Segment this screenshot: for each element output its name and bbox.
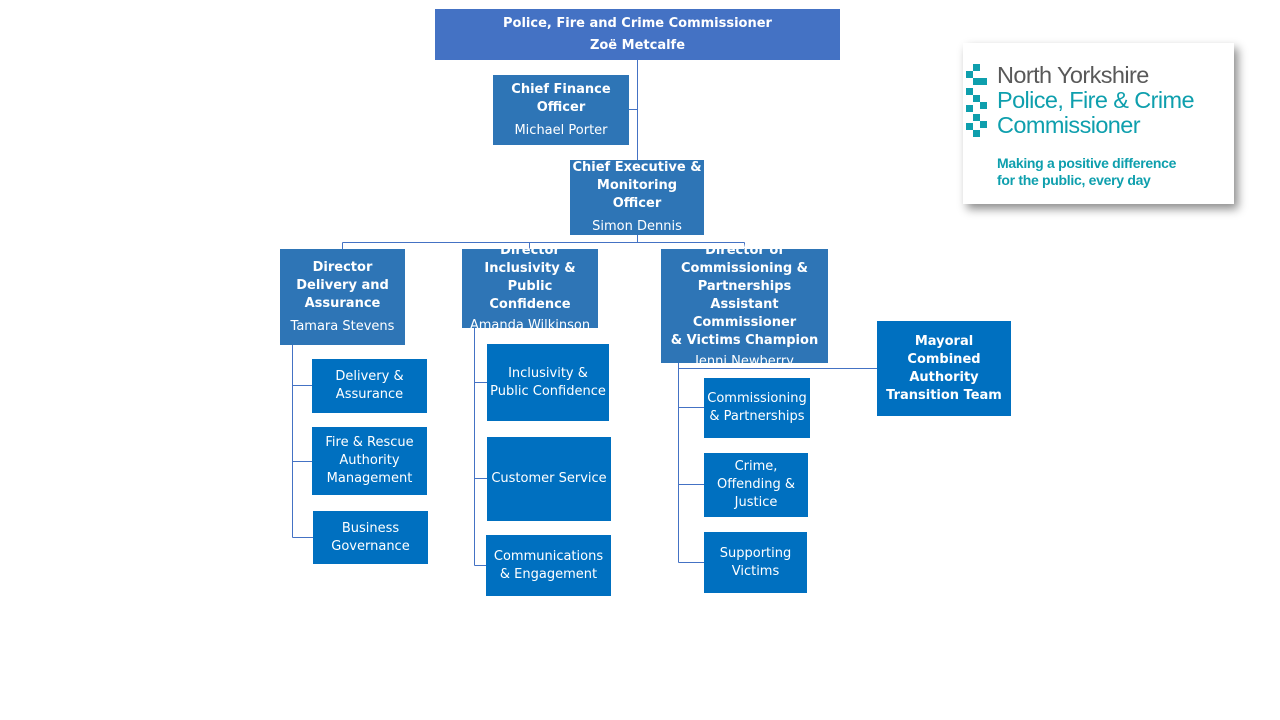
cfo-title: Chief Finance Officer	[511, 81, 611, 115]
director-delivery-name: Tamara Stevens	[290, 318, 395, 334]
pfcc-logo: North Yorkshire Police, Fire & Crime Com…	[963, 43, 1234, 204]
ceo-box: Chief Executive & Monitoring Officer Sim…	[570, 160, 704, 235]
team-label: Business Governance	[331, 520, 410, 554]
logo-tagline: Making a positive difference for the pub…	[997, 155, 1176, 189]
team-fire-rescue-authority: Fire & Rescue Authority Management	[312, 427, 427, 495]
director-inclusivity-title: Director Inclusivity & Public Confidence	[484, 243, 576, 312]
mayoral-team-box: Mayoral Combined Authority Transition Te…	[877, 321, 1011, 416]
team-delivery-assurance: Delivery & Assurance	[312, 359, 427, 413]
team-label: Crime, Offending & Justice	[716, 459, 796, 510]
commissioner-name: Zoë Metcalfe	[589, 37, 686, 53]
logo-line-1: North Yorkshire	[997, 62, 1149, 88]
director-inclusivity-name: Amanda Wilkinson	[469, 318, 591, 333]
team-customer-service: Customer Service	[487, 437, 611, 521]
commissioner-box: Police, Fire and Crime Commissioner Zoë …	[435, 9, 840, 60]
director-commissioning-name: Jenni Newberry	[695, 353, 794, 369]
team-supporting-victims: Supporting Victims	[704, 532, 807, 593]
director-inclusivity-box: Director Inclusivity & Public Confidence…	[462, 243, 598, 333]
logo-tagline-2: for the public, every day	[997, 172, 1151, 188]
team-crime-offending-justice: Crime, Offending & Justice	[704, 453, 808, 517]
mayoral-team-title: Mayoral Combined Authority Transition Te…	[886, 333, 1002, 403]
cfo-name: Michael Porter	[514, 122, 608, 138]
commissioner-title: Police, Fire and Crime Commissioner	[503, 15, 772, 31]
ceo-name: Simon Dennis	[592, 219, 682, 234]
director-delivery-title: Director Delivery and Assurance	[296, 259, 389, 311]
team-label: Communications & Engagement	[493, 548, 604, 582]
team-label: Supporting Victims	[719, 545, 792, 579]
team-communications-engagement: Communications & Engagement	[486, 535, 611, 596]
logo-name: North Yorkshire Police, Fire & Crime Com…	[997, 62, 1195, 138]
logo-tagline-1: Making a positive difference	[997, 155, 1177, 171]
team-label: Fire & Rescue Authority Management	[325, 435, 414, 486]
team-inclusivity-public-confidence: Inclusivity & Public Confidence	[487, 344, 609, 421]
ceo-title: Chief Executive & Monitoring Officer	[572, 160, 702, 211]
team-label: Inclusivity & Public Confidence	[490, 365, 606, 399]
director-commissioning-title: Director of Commissioning & Partnerships…	[670, 242, 819, 348]
team-label: Delivery & Assurance	[335, 369, 404, 402]
cfo-box: Chief Finance Officer Michael Porter	[493, 75, 629, 145]
logo-line-3: Commissioner	[997, 112, 1141, 138]
director-delivery-box: Director Delivery and Assurance Tamara S…	[280, 249, 405, 345]
team-label: Commissioning & Partnerships	[707, 391, 807, 424]
checker-mark-icon	[966, 64, 987, 137]
logo-line-2: Police, Fire & Crime	[997, 87, 1195, 113]
team-business-governance: Business Governance	[313, 511, 428, 564]
director-commissioning-box: Director of Commissioning & Partnerships…	[661, 243, 828, 369]
team-label: Customer Service	[491, 471, 607, 486]
team-commissioning-partnerships: Commissioning & Partnerships	[704, 378, 810, 438]
